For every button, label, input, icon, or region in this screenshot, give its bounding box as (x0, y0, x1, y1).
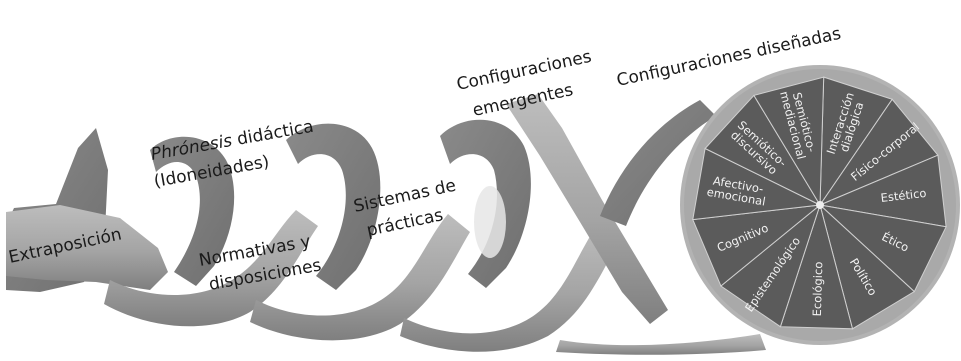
label-emergentes-line1: Configuraciones (455, 47, 594, 95)
ribbon-segment (556, 334, 766, 355)
configuration-wheel: InteraccióndialógicaFísico-corporalEstét… (680, 65, 960, 345)
wheel-hub (816, 201, 824, 209)
wheel-wedge-label: Ecológico (810, 261, 826, 316)
ribbon-highlight (474, 186, 506, 258)
wheel-wedge-label-line: Ecológico (810, 261, 826, 316)
